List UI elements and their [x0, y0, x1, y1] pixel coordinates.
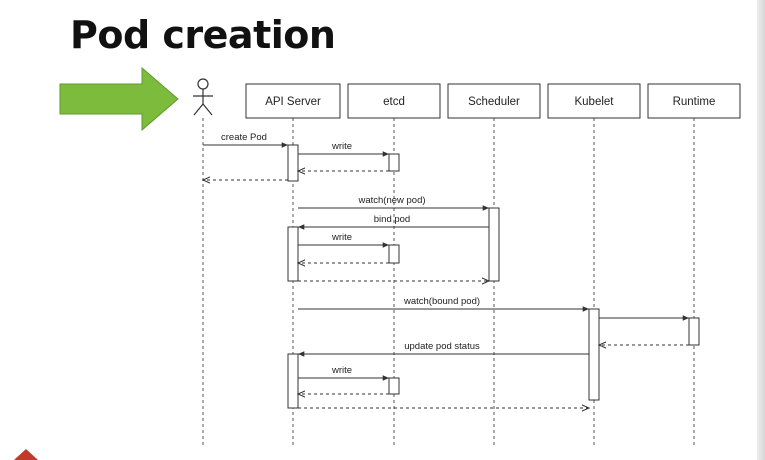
- message-label-write-3: write: [331, 365, 352, 376]
- activation-api-server-1: [287, 144, 299, 182]
- message-label-bind-pod: bind pod: [374, 214, 410, 225]
- participant-box-kubelet: [547, 83, 641, 119]
- participant-box-runtime: [647, 83, 741, 119]
- participant-box-api-server: [245, 83, 341, 119]
- green-arrow-icon: [59, 66, 179, 132]
- activation-kubelet: [588, 308, 600, 401]
- activation-scheduler: [488, 207, 500, 282]
- slide-title: Pod creation: [70, 13, 336, 57]
- participant-label-api-server: API Server: [265, 96, 321, 108]
- activation-runtime: [688, 317, 700, 346]
- participant-label-scheduler: Scheduler: [468, 96, 520, 108]
- message-label-watch-bound-pod: watch(bound pod): [403, 296, 480, 307]
- message-label-update-pod-status: update pod status: [404, 341, 480, 352]
- message-label-create-pod: create Pod: [221, 132, 267, 143]
- participant-label-runtime: Runtime: [673, 96, 716, 108]
- activation-api-server-3: [287, 353, 299, 409]
- participant-box-etcd: [347, 83, 441, 119]
- stick-figure-icon: [193, 78, 213, 116]
- message-label-write-2: write: [331, 232, 352, 243]
- activation-etcd-1: [388, 153, 400, 172]
- message-label-write-1: write: [331, 141, 352, 152]
- participant-box-scheduler: [447, 83, 541, 119]
- message-label-watch-new-pod: watch(new pod): [357, 195, 425, 206]
- logo-icon: [14, 449, 38, 460]
- participant-label-kubelet: Kubelet: [574, 96, 614, 108]
- window-edge: [757, 0, 765, 460]
- participant-label-etcd: etcd: [383, 96, 405, 108]
- activation-etcd-3: [388, 377, 400, 395]
- activation-api-server-2: [287, 226, 299, 282]
- activation-etcd-2: [388, 244, 400, 264]
